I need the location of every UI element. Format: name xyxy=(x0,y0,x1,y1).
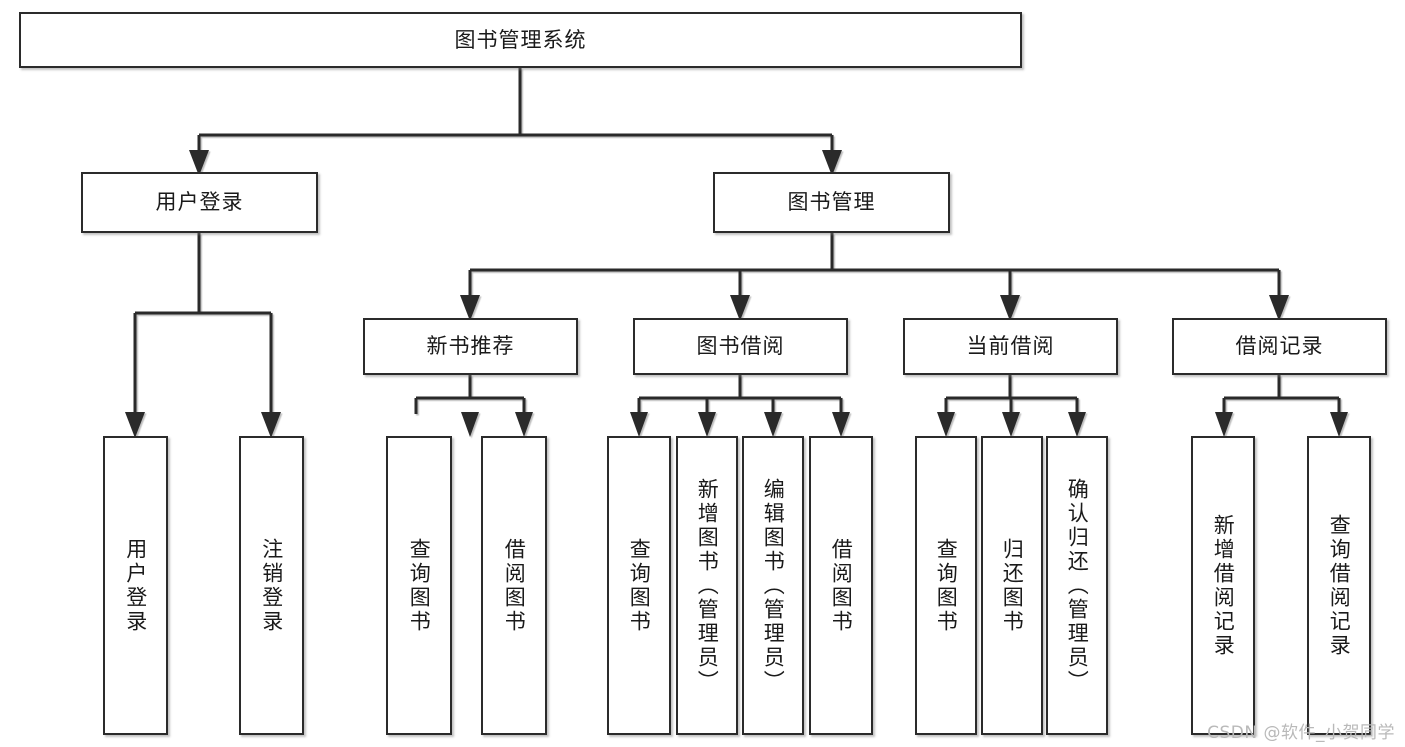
node-current-borrow-label: 当前借阅 xyxy=(966,334,1055,359)
node-borrow-record-label: 借阅记录 xyxy=(1235,334,1324,359)
leaf-query-book-2-label: 查询图书 xyxy=(627,537,652,634)
leaf-user-logout-label: 注销登录 xyxy=(259,537,284,634)
leaf-query-book-1-label: 查询图书 xyxy=(407,537,432,634)
leaf-query-record-label: 查询借阅记录 xyxy=(1327,513,1352,658)
node-book-borrow-label: 图书借阅 xyxy=(696,334,785,359)
node-user-login-label: 用户登录 xyxy=(155,190,244,215)
node-user-login[interactable]: 用户登录 xyxy=(81,172,318,233)
leaf-return-book-label: 归还图书 xyxy=(1000,537,1025,634)
leaf-add-book[interactable]: 新增图书（管理员） xyxy=(676,436,738,735)
node-root[interactable]: 图书管理系统 xyxy=(19,12,1022,68)
leaf-add-record-label: 新增借阅记录 xyxy=(1211,513,1236,658)
leaf-confirm-return[interactable]: 确认归还（管理员） xyxy=(1046,436,1108,735)
leaf-query-book-3-label: 查询图书 xyxy=(934,537,959,634)
leaf-user-logout[interactable]: 注销登录 xyxy=(239,436,304,735)
leaf-query-book-1[interactable]: 查询图书 xyxy=(386,436,452,735)
leaf-user-login[interactable]: 用户登录 xyxy=(103,436,168,735)
node-root-label: 图书管理系统 xyxy=(454,27,587,52)
node-book-manage[interactable]: 图书管理 xyxy=(713,172,950,233)
leaf-query-book-3[interactable]: 查询图书 xyxy=(915,436,977,735)
leaf-borrow-book-2-label: 借阅图书 xyxy=(829,537,854,634)
node-book-manage-label: 图书管理 xyxy=(787,190,876,215)
leaf-add-record[interactable]: 新增借阅记录 xyxy=(1191,436,1255,735)
leaf-borrow-book-2[interactable]: 借阅图书 xyxy=(809,436,873,735)
node-current-borrow[interactable]: 当前借阅 xyxy=(903,318,1118,375)
leaf-edit-book-label: 编辑图书（管理员） xyxy=(761,477,786,694)
leaf-user-login-label: 用户登录 xyxy=(123,537,148,634)
csdn-watermark: CSDN @软件_小贺同学 xyxy=(1207,723,1395,743)
leaf-edit-book[interactable]: 编辑图书（管理员） xyxy=(742,436,804,735)
leaf-query-record[interactable]: 查询借阅记录 xyxy=(1307,436,1371,735)
node-borrow-record[interactable]: 借阅记录 xyxy=(1172,318,1387,375)
leaf-borrow-book-1[interactable]: 借阅图书 xyxy=(481,436,547,735)
node-new-book-recommend[interactable]: 新书推荐 xyxy=(363,318,578,375)
node-book-borrow[interactable]: 图书借阅 xyxy=(633,318,848,375)
leaf-query-book-2[interactable]: 查询图书 xyxy=(607,436,671,735)
leaf-borrow-book-1-label: 借阅图书 xyxy=(502,537,527,634)
leaf-confirm-return-label: 确认归还（管理员） xyxy=(1065,477,1090,694)
node-new-book-recommend-label: 新书推荐 xyxy=(426,334,515,359)
leaf-add-book-label: 新增图书（管理员） xyxy=(695,477,720,694)
leaf-return-book[interactable]: 归还图书 xyxy=(981,436,1043,735)
